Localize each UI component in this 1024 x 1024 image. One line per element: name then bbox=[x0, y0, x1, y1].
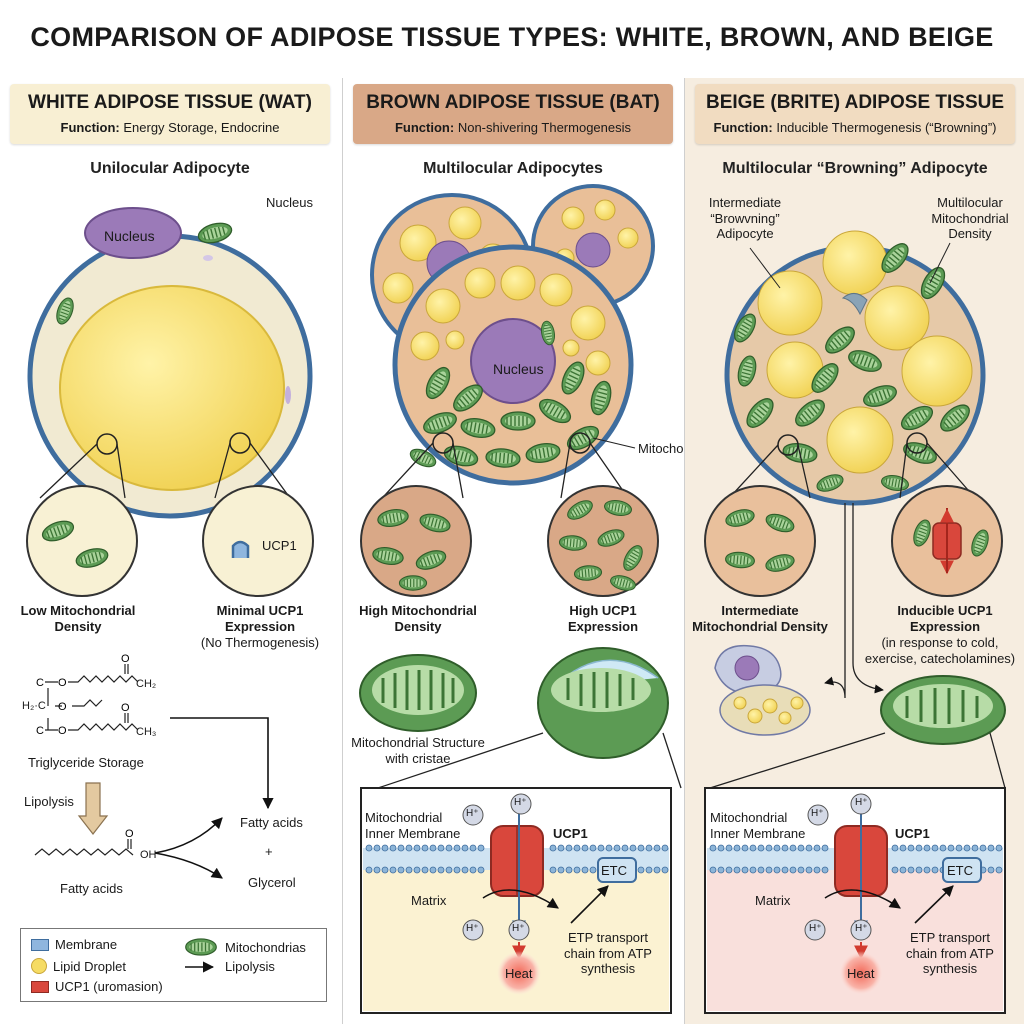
bat-illustration bbox=[359, 184, 682, 1014]
bat-function: Function: Non-shivering Thermogenesis bbox=[394, 120, 632, 135]
triglyceride-label: Triglyceride Storage bbox=[28, 755, 144, 770]
chem-h2c: H₂·C bbox=[22, 700, 46, 712]
svg-text:O: O bbox=[58, 701, 67, 713]
glycerol-label: Glycerol bbox=[248, 875, 296, 890]
svg-text:C: C bbox=[36, 677, 44, 689]
bat-h-bot2: H⁺ bbox=[512, 923, 525, 934]
svg-text:O: O bbox=[58, 725, 67, 737]
wat-nucleus-label: Nucleus bbox=[104, 228, 155, 244]
plus-sign: + bbox=[265, 844, 273, 859]
mitochondrial-structure bbox=[359, 654, 477, 732]
beige-h-bot1: H⁺ bbox=[809, 923, 822, 934]
browning-adipocyte bbox=[724, 230, 986, 506]
legend-membrane: Membrane bbox=[31, 937, 117, 952]
bat-h-bot1: H⁺ bbox=[466, 923, 479, 934]
beige-matrix-label: Matrix bbox=[755, 893, 791, 908]
fatty-acids-left-label: Fatty acids bbox=[60, 881, 123, 896]
chem-ch2: CH₂ bbox=[136, 678, 157, 690]
legend-lipid: Lipid Droplet bbox=[31, 958, 126, 974]
bat-etc-label: ETC bbox=[601, 863, 627, 878]
beige-intermediate-callout: Intermediate “Browvning” Adipocyte bbox=[708, 195, 782, 242]
svg-text:O: O bbox=[121, 702, 130, 714]
beige-h-top1: H⁺ bbox=[811, 808, 824, 819]
legend-ucp1: UCP1 (uromasion) bbox=[31, 979, 163, 994]
bat-ucp1-label: UCP1 bbox=[553, 826, 588, 841]
page-title: COMPARISON OF ADIPOSE TISSUE TYPES: WHIT… bbox=[30, 22, 994, 52]
beige-membrane-label: Mitochondrial Inner Membrane bbox=[710, 810, 806, 841]
beige-multilocular-callout: Multilocular Mitochondrial Density bbox=[931, 195, 1009, 242]
triglyceride-structure bbox=[34, 664, 139, 856]
mitochondrion-cutaway bbox=[537, 647, 669, 759]
bat-high-mito-label: High Mitochondrial Density bbox=[359, 603, 477, 634]
lipolysis-arrow bbox=[77, 782, 109, 835]
chem-ch3: CH₃ bbox=[136, 726, 157, 738]
bat-title: BROWN ADIPOSE TISSUE (BAT) bbox=[366, 92, 660, 113]
wat-header: WHITE ADIPOSE TISSUE (WAT) Function: Ene… bbox=[10, 84, 330, 144]
lipolysis-label: Lipolysis bbox=[24, 794, 74, 809]
multilocular-adipocyte bbox=[392, 244, 634, 486]
beige-title: BEIGE (BRITE) ADIPOSE TISSUE bbox=[705, 92, 1005, 113]
beige-h-top2: H⁺ bbox=[855, 797, 868, 808]
beige-illustration bbox=[704, 230, 1006, 1014]
beige-etc-box bbox=[942, 857, 982, 883]
beige-ucp1-label: UCP1 bbox=[895, 826, 930, 841]
bat-etp-label: ETP transport chain from ATP synthesis bbox=[564, 930, 652, 977]
beige-subtitle: Multilocular “Browning” Adipocyte bbox=[722, 160, 988, 177]
beige-column: BEIGE (BRITE) ADIPOSE TISSUE Function: I… bbox=[684, 78, 1024, 1024]
svg-text:O: O bbox=[58, 677, 67, 689]
small-beige-adipocyte bbox=[714, 644, 811, 736]
unilocular-adipocyte bbox=[27, 207, 313, 519]
beige-function: Function: Inducible Thermogenesis (“Brow… bbox=[713, 120, 997, 135]
fatty-acids-right-label: Fatty acids bbox=[240, 815, 303, 830]
svg-text:O: O bbox=[125, 828, 134, 840]
wat-title: WHITE ADIPOSE TISSUE (WAT) bbox=[28, 92, 312, 113]
bat-mito-structure-label: Mitochondrial Structure with cristae bbox=[351, 735, 485, 766]
bat-heat-label: Heat bbox=[505, 966, 533, 981]
beige-intermediate-density-label: Intermediate Mitochondrial Density bbox=[692, 603, 828, 634]
wat-nucleus-callout: Nucleus bbox=[266, 195, 313, 210]
bat-nucleus-label: Nucleus bbox=[493, 361, 544, 377]
legend-mito: Mitochondrias bbox=[183, 937, 306, 957]
bat-membrane-label: Mitochondrial Inner Membrane bbox=[365, 810, 461, 841]
bat-h-top1: H⁺ bbox=[466, 808, 479, 819]
arrow-icon bbox=[185, 960, 215, 973]
wat-min-ucp1-note: (No Thermogenesis) bbox=[200, 635, 320, 650]
wat-subtitle: Unilocular Adipocyte bbox=[90, 160, 250, 177]
bat-h-top2: H⁺ bbox=[514, 797, 527, 808]
beige-inducible-note: (in response to cold, exercise, catechol… bbox=[864, 635, 1016, 666]
lipid-swatch bbox=[31, 958, 47, 974]
bat-subtitle: Multilocular Adipocytes bbox=[423, 160, 603, 177]
etc-box bbox=[597, 857, 637, 883]
wat-ucp1-tag: UCP1 bbox=[262, 538, 297, 553]
membrane-swatch bbox=[31, 938, 49, 951]
wat-illustration: C O O C O O O O bbox=[26, 207, 314, 879]
wat-column: WHITE ADIPOSE TISSUE (WAT) Function: Ene… bbox=[0, 78, 340, 1024]
legend: Membrane Lipid Droplet UCP1 (uromasion) … bbox=[20, 928, 327, 1002]
ucp1-swatch bbox=[31, 980, 49, 993]
beige-heat-label: Heat bbox=[847, 966, 875, 981]
bat-matrix-label: Matrix bbox=[411, 893, 447, 908]
legend-lipolysis: Lipolysis bbox=[183, 959, 275, 974]
beige-heat-glow bbox=[839, 951, 883, 995]
beige-h-bot2: H⁺ bbox=[855, 923, 868, 934]
svg-text:O: O bbox=[121, 653, 130, 665]
svg-text:C: C bbox=[36, 725, 44, 737]
beige-header: BEIGE (BRITE) ADIPOSE TISSUE Function: I… bbox=[695, 84, 1015, 144]
chem-oh: OH bbox=[140, 849, 157, 861]
wat-function: Function: Energy Storage, Endocrine bbox=[60, 120, 280, 135]
bat-column: BROWN ADIPOSE TISSUE (BAT) Function: Non… bbox=[342, 78, 712, 1024]
beige-etp-label: ETP transport chain from ATP synthesis bbox=[906, 930, 994, 977]
bat-high-ucp1-label: High UCP1 Expression bbox=[567, 603, 639, 634]
bat-header: BROWN ADIPOSE TISSUE (BAT) Function: Non… bbox=[353, 84, 673, 144]
heat-glow bbox=[497, 951, 541, 995]
fatty-acid-arrow bbox=[170, 717, 274, 810]
mitochondria-icon bbox=[185, 938, 217, 956]
wat-low-mito-label: Low Mitochondrial Density bbox=[20, 603, 136, 634]
wat-min-ucp1-label: Minimal UCP1 Expression bbox=[216, 603, 304, 634]
beige-inducible-ucp1-label: Inducible UCP1 Expression bbox=[897, 603, 993, 634]
beige-mitochondrion bbox=[880, 675, 1006, 745]
beige-etc-label: ETC bbox=[947, 863, 973, 878]
